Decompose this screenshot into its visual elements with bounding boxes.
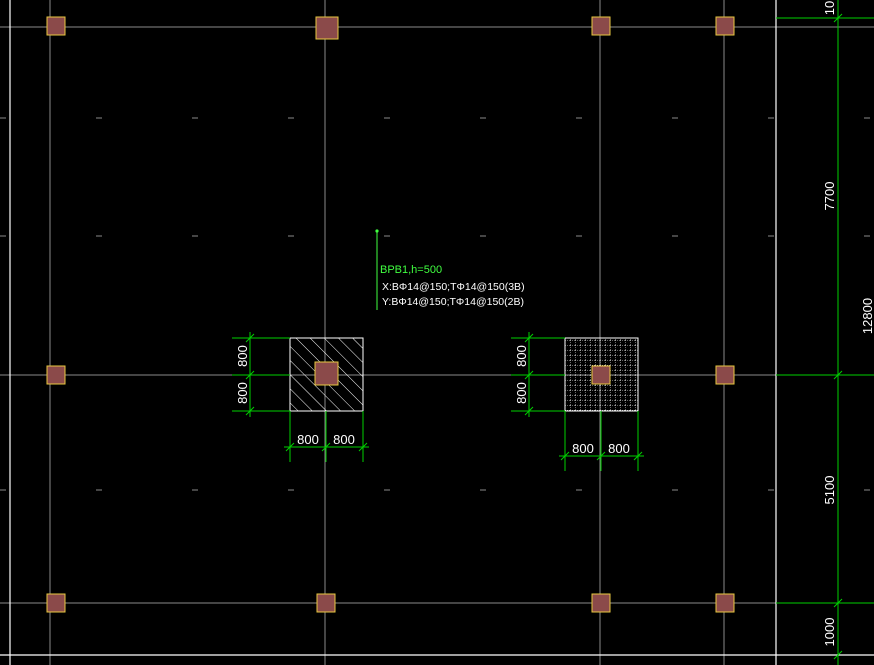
annotation-leader-dot [375, 229, 379, 233]
slab-left-dim-vertical [232, 332, 290, 417]
right-dim-top-partial: 10 [822, 1, 837, 15]
column[interactable] [46, 365, 66, 385]
column[interactable] [314, 361, 339, 386]
annotation-x-rebar: X:BΦ14@150;TΦ14@150(3B) [382, 281, 525, 293]
slab-right-dim-h-right: 800 [608, 441, 630, 456]
column[interactable] [316, 593, 336, 613]
slab-left-dim-h-right: 800 [333, 432, 355, 447]
slab-left-dim-v-bottom: 800 [235, 382, 250, 404]
column[interactable] [715, 16, 735, 36]
slab-left[interactable]: 800 800 800 800 [232, 332, 369, 462]
right-dim-lower-span: 5100 [822, 476, 837, 505]
columns [46, 16, 735, 613]
slab-annotation[interactable]: BPB1,h=500 X:BΦ14@150;TΦ14@150(3B) Y:BΦ1… [375, 229, 525, 310]
column[interactable] [715, 365, 735, 385]
slab-right[interactable]: 800 800 800 800 [511, 332, 644, 471]
column[interactable] [715, 593, 735, 613]
annotation-y-rebar: Y:BΦ14@150;TΦ14@150(2B) [382, 296, 524, 308]
column[interactable] [591, 593, 611, 613]
column[interactable] [591, 365, 611, 385]
column[interactable] [46, 16, 66, 36]
slab-right-dim-horizontal [559, 411, 644, 471]
right-dimension-lines [776, 0, 874, 665]
slab-left-dim-v-top: 800 [235, 345, 250, 367]
column[interactable] [315, 16, 339, 40]
column[interactable] [46, 593, 66, 613]
slab-right-dim-h-left: 800 [572, 441, 594, 456]
column[interactable] [591, 16, 611, 36]
right-dim-upper-span: 7700 [822, 182, 837, 211]
slab-left-dim-horizontal [284, 411, 369, 462]
slab-right-dim-vertical [511, 332, 565, 417]
slab-right-dim-v-top: 800 [514, 345, 529, 367]
annotation-title: BPB1,h=500 [380, 264, 442, 276]
right-dim-total: 12800 [860, 298, 874, 334]
slab-left-dim-h-left: 800 [297, 432, 319, 447]
right-dim-bottom-partial: 1000 [822, 618, 837, 647]
slab-right-dim-v-bottom: 800 [514, 382, 529, 404]
